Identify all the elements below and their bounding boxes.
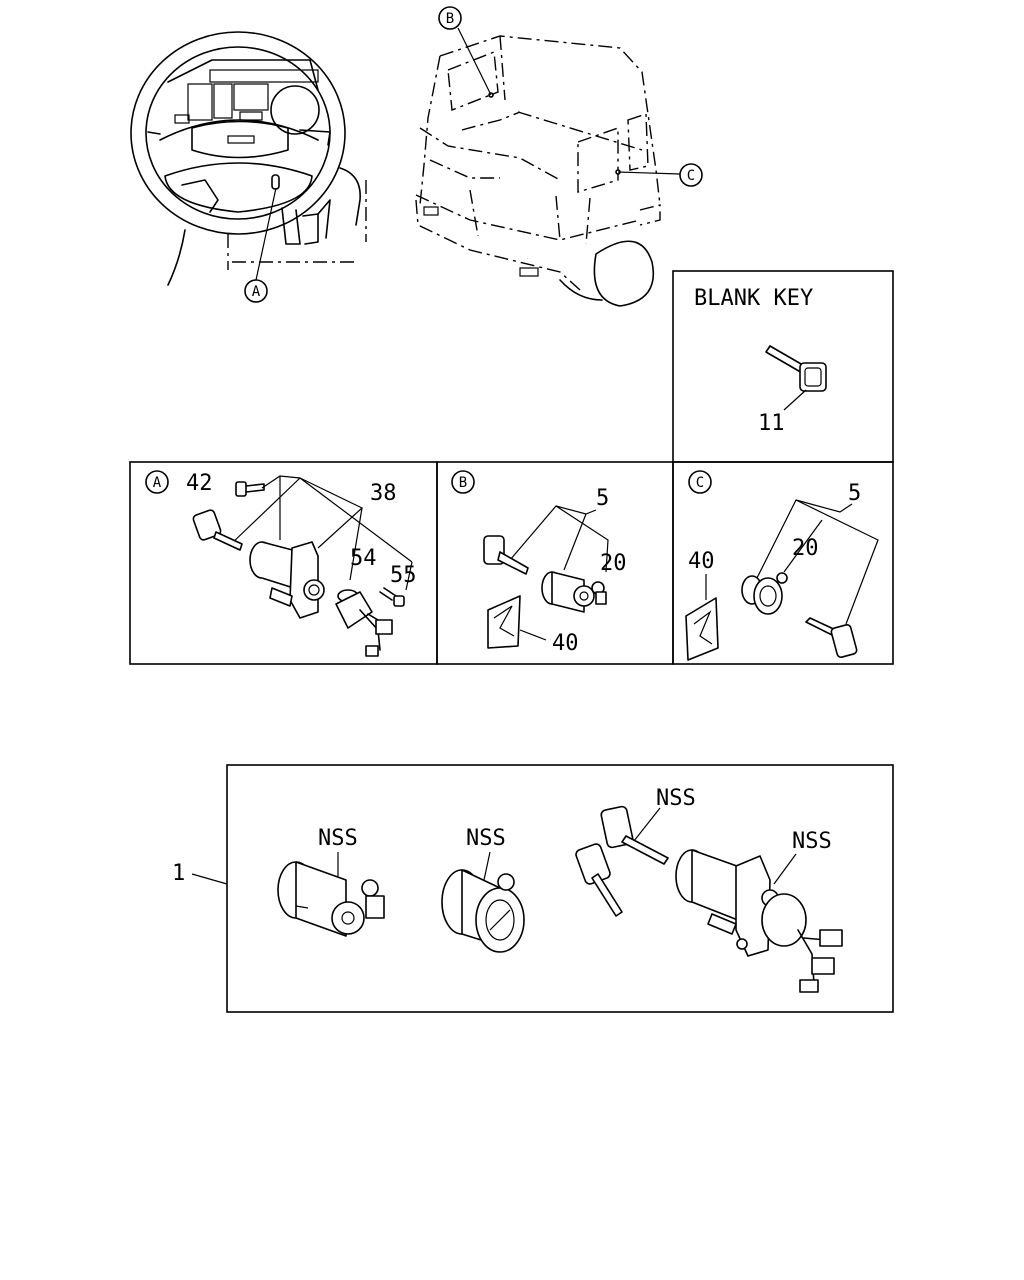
bolt-icon — [235, 481, 265, 497]
blank-key-title: BLANK KEY — [694, 286, 813, 311]
part-40: 40 — [552, 631, 579, 656]
key-icon — [575, 843, 623, 917]
ignition-switch-icon — [675, 849, 843, 993]
door-lock-cylinder-icon — [541, 571, 607, 613]
panel-a-ignition: A 42 38 54 55 — [129, 461, 438, 665]
callout-a: A — [244, 279, 268, 303]
kit-part-number: 1 — [172, 861, 185, 886]
part-20: 20 — [600, 551, 627, 576]
part-40: 40 — [688, 549, 715, 574]
part-5: 5 — [848, 481, 861, 506]
panel-c-door-lock: C 5 20 40 — [672, 461, 894, 665]
ignition-switch-icon — [335, 587, 405, 657]
svg-text:B: B — [446, 11, 454, 27]
blank-key-panel: BLANK KEY 11 — [672, 270, 894, 463]
key-icon — [805, 617, 858, 658]
blank-key-icon — [765, 345, 827, 392]
callout-b: B — [438, 6, 462, 30]
key-icon — [600, 805, 669, 865]
part-42: 42 — [186, 471, 213, 496]
door-lock-cylinder-icon — [277, 861, 385, 937]
door-lock-cylinder-icon — [741, 572, 788, 615]
svg-text:C: C — [696, 475, 704, 491]
nss-label-2: NSS — [466, 826, 506, 851]
steering-wheel-illustration — [130, 31, 367, 286]
part-55: 55 — [390, 563, 417, 588]
svg-text:A: A — [153, 475, 162, 491]
part-20: 20 — [792, 536, 819, 561]
door-lock-cylinder-icon — [441, 869, 525, 953]
ignition-cylinder-icon — [249, 541, 325, 619]
key-icon — [192, 509, 243, 551]
part-38: 38 — [370, 481, 397, 506]
callout-c: C — [679, 163, 703, 187]
retainer-clip-icon — [685, 597, 719, 661]
retainer-clip-icon — [487, 595, 521, 649]
part-5: 5 — [596, 486, 609, 511]
kit-panel: 1 NSS NSS NSS NSS — [172, 764, 894, 1013]
key-icon — [483, 535, 529, 575]
blank-key-part-number: 11 — [758, 411, 785, 436]
nss-label-3: NSS — [656, 786, 696, 811]
panel-b-door-lock: B 5 20 40 — [436, 461, 674, 665]
svg-text:A: A — [252, 284, 261, 300]
svg-text:B: B — [459, 475, 467, 491]
nss-label-1: NSS — [318, 826, 358, 851]
truck-cab-illustration — [415, 27, 681, 307]
svg-text:C: C — [687, 168, 695, 184]
nss-label-4: NSS — [792, 829, 832, 854]
